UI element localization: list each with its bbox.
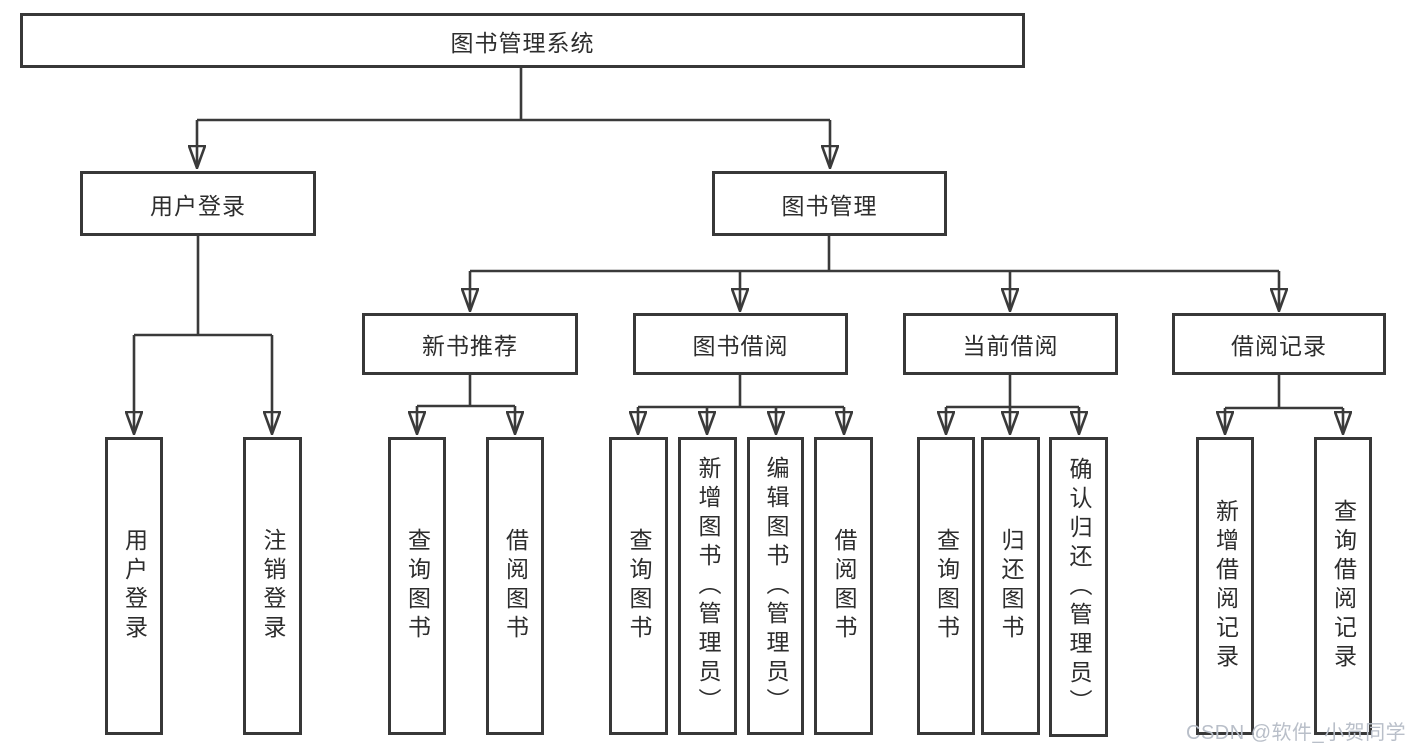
node-borrow-records: 借阅记录 bbox=[1172, 313, 1386, 375]
leaf-query-book-current: 查询图书 bbox=[917, 437, 975, 735]
node-user-login: 用户登录 bbox=[80, 171, 316, 236]
leaf-borrow-book: 借阅图书 bbox=[814, 437, 873, 735]
node-label: 图书管理系统 bbox=[450, 29, 595, 56]
node-label: 确认归还（管理员） bbox=[1066, 456, 1092, 718]
leaf-return-book: 归还图书 bbox=[981, 437, 1040, 735]
node-label: 查询图书 bbox=[933, 528, 960, 644]
node-label: 借阅记录 bbox=[1231, 333, 1327, 359]
node-label: 用户登录 bbox=[150, 192, 246, 219]
leaf-add-borrow-record: 新增借阅记录 bbox=[1196, 437, 1254, 735]
csdn-watermark: CSDN @软件_小贺同学 bbox=[1186, 722, 1405, 744]
node-label: 借阅图书 bbox=[502, 528, 529, 644]
node-label: 新书推荐 bbox=[422, 333, 518, 359]
node-label: 查询图书 bbox=[404, 528, 431, 644]
node-label: 查询借阅记录 bbox=[1330, 499, 1357, 673]
leaf-query-book-recommend: 查询图书 bbox=[388, 437, 446, 735]
node-system-root: 图书管理系统 bbox=[20, 13, 1025, 68]
leaf-edit-book-admin: 编辑图书（管理员） bbox=[747, 437, 804, 735]
leaf-add-book-admin: 新增图书（管理员） bbox=[678, 437, 737, 735]
node-label: 归还图书 bbox=[998, 528, 1024, 644]
node-new-book-recommend: 新书推荐 bbox=[362, 313, 578, 375]
node-label: 借阅图书 bbox=[831, 528, 857, 644]
leaf-query-borrow-record: 查询借阅记录 bbox=[1314, 437, 1372, 735]
node-label: 图书管理 bbox=[781, 192, 878, 219]
leaf-logout-login: 注销登录 bbox=[243, 437, 302, 735]
node-label: 新增图书（管理员） bbox=[695, 455, 721, 717]
node-label: 用户登录 bbox=[121, 528, 148, 644]
node-label: 查询图书 bbox=[626, 528, 652, 644]
node-book-borrow: 图书借阅 bbox=[633, 313, 848, 375]
node-label: 图书借阅 bbox=[692, 333, 789, 359]
node-book-management: 图书管理 bbox=[712, 171, 947, 236]
node-label: 当前借阅 bbox=[962, 333, 1059, 359]
leaf-confirm-return-admin: 确认归还（管理员） bbox=[1049, 437, 1108, 737]
node-label: 注销登录 bbox=[260, 528, 286, 644]
node-label: 编辑图书（管理员） bbox=[763, 455, 789, 717]
leaf-borrow-book-recommend: 借阅图书 bbox=[486, 437, 544, 735]
node-current-borrow: 当前借阅 bbox=[903, 313, 1118, 375]
leaf-user-login: 用户登录 bbox=[105, 437, 163, 735]
node-label: 新增借阅记录 bbox=[1212, 499, 1239, 673]
leaf-query-book-borrow: 查询图书 bbox=[609, 437, 668, 735]
